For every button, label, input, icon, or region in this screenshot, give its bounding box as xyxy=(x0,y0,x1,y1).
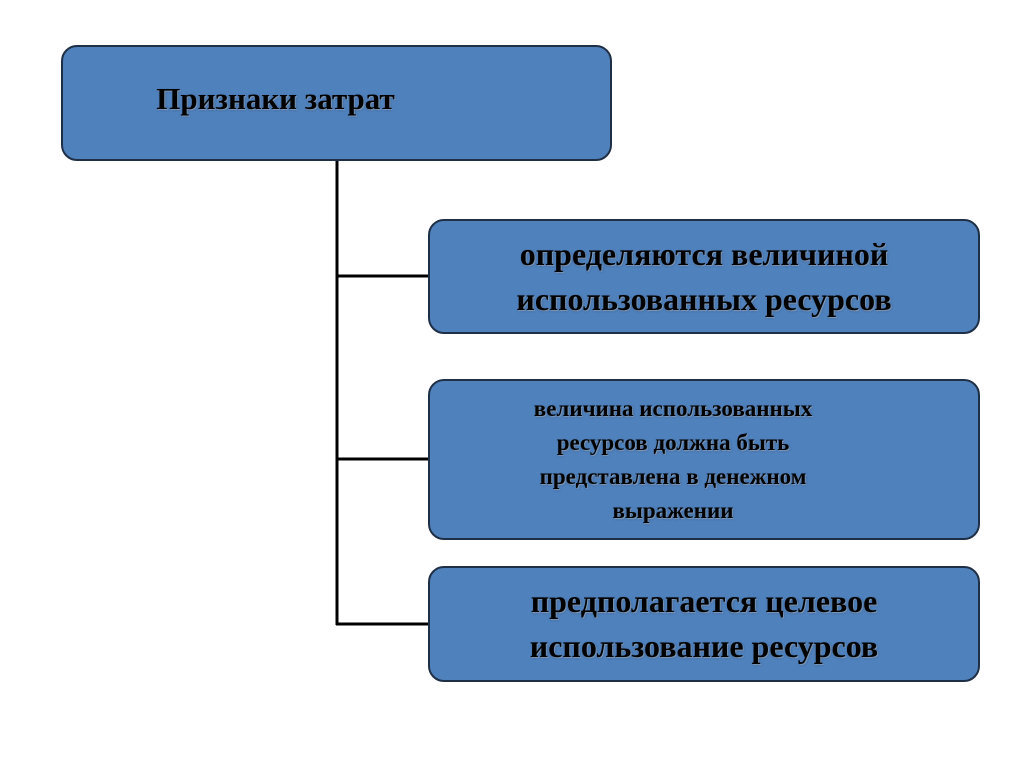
child-node-3-line-1: предполагается целевое xyxy=(530,583,878,619)
child-node-2-line-4: выражении xyxy=(612,497,734,523)
child-node-1-label: определяются величиной использованных ре… xyxy=(516,232,891,322)
child-node-2-line-1: величина использованных xyxy=(533,395,813,421)
child-node-3: предполагается целевое использование рес… xyxy=(428,566,980,682)
child-node-1-line-1: определяются величиной xyxy=(519,235,889,272)
child-node-2-label: величина использованных ресурсов должна … xyxy=(493,392,853,528)
child-node-2-line-2: ресурсов должна быть xyxy=(556,429,790,455)
child-node-2-line-3: представлена в денежном xyxy=(539,463,807,489)
child-node-1-line-2: использованных ресурсов xyxy=(516,280,892,317)
child-node-2: величина использованных ресурсов должна … xyxy=(428,379,980,540)
child-node-1: определяются величиной использованных ре… xyxy=(428,219,980,334)
root-node: Признаки затрат xyxy=(61,45,612,161)
root-node-label: Признаки затрат xyxy=(156,81,395,116)
child-node-3-label: предполагается целевое использование рес… xyxy=(530,579,878,669)
child-node-3-line-2: использование ресурсов xyxy=(529,628,879,664)
